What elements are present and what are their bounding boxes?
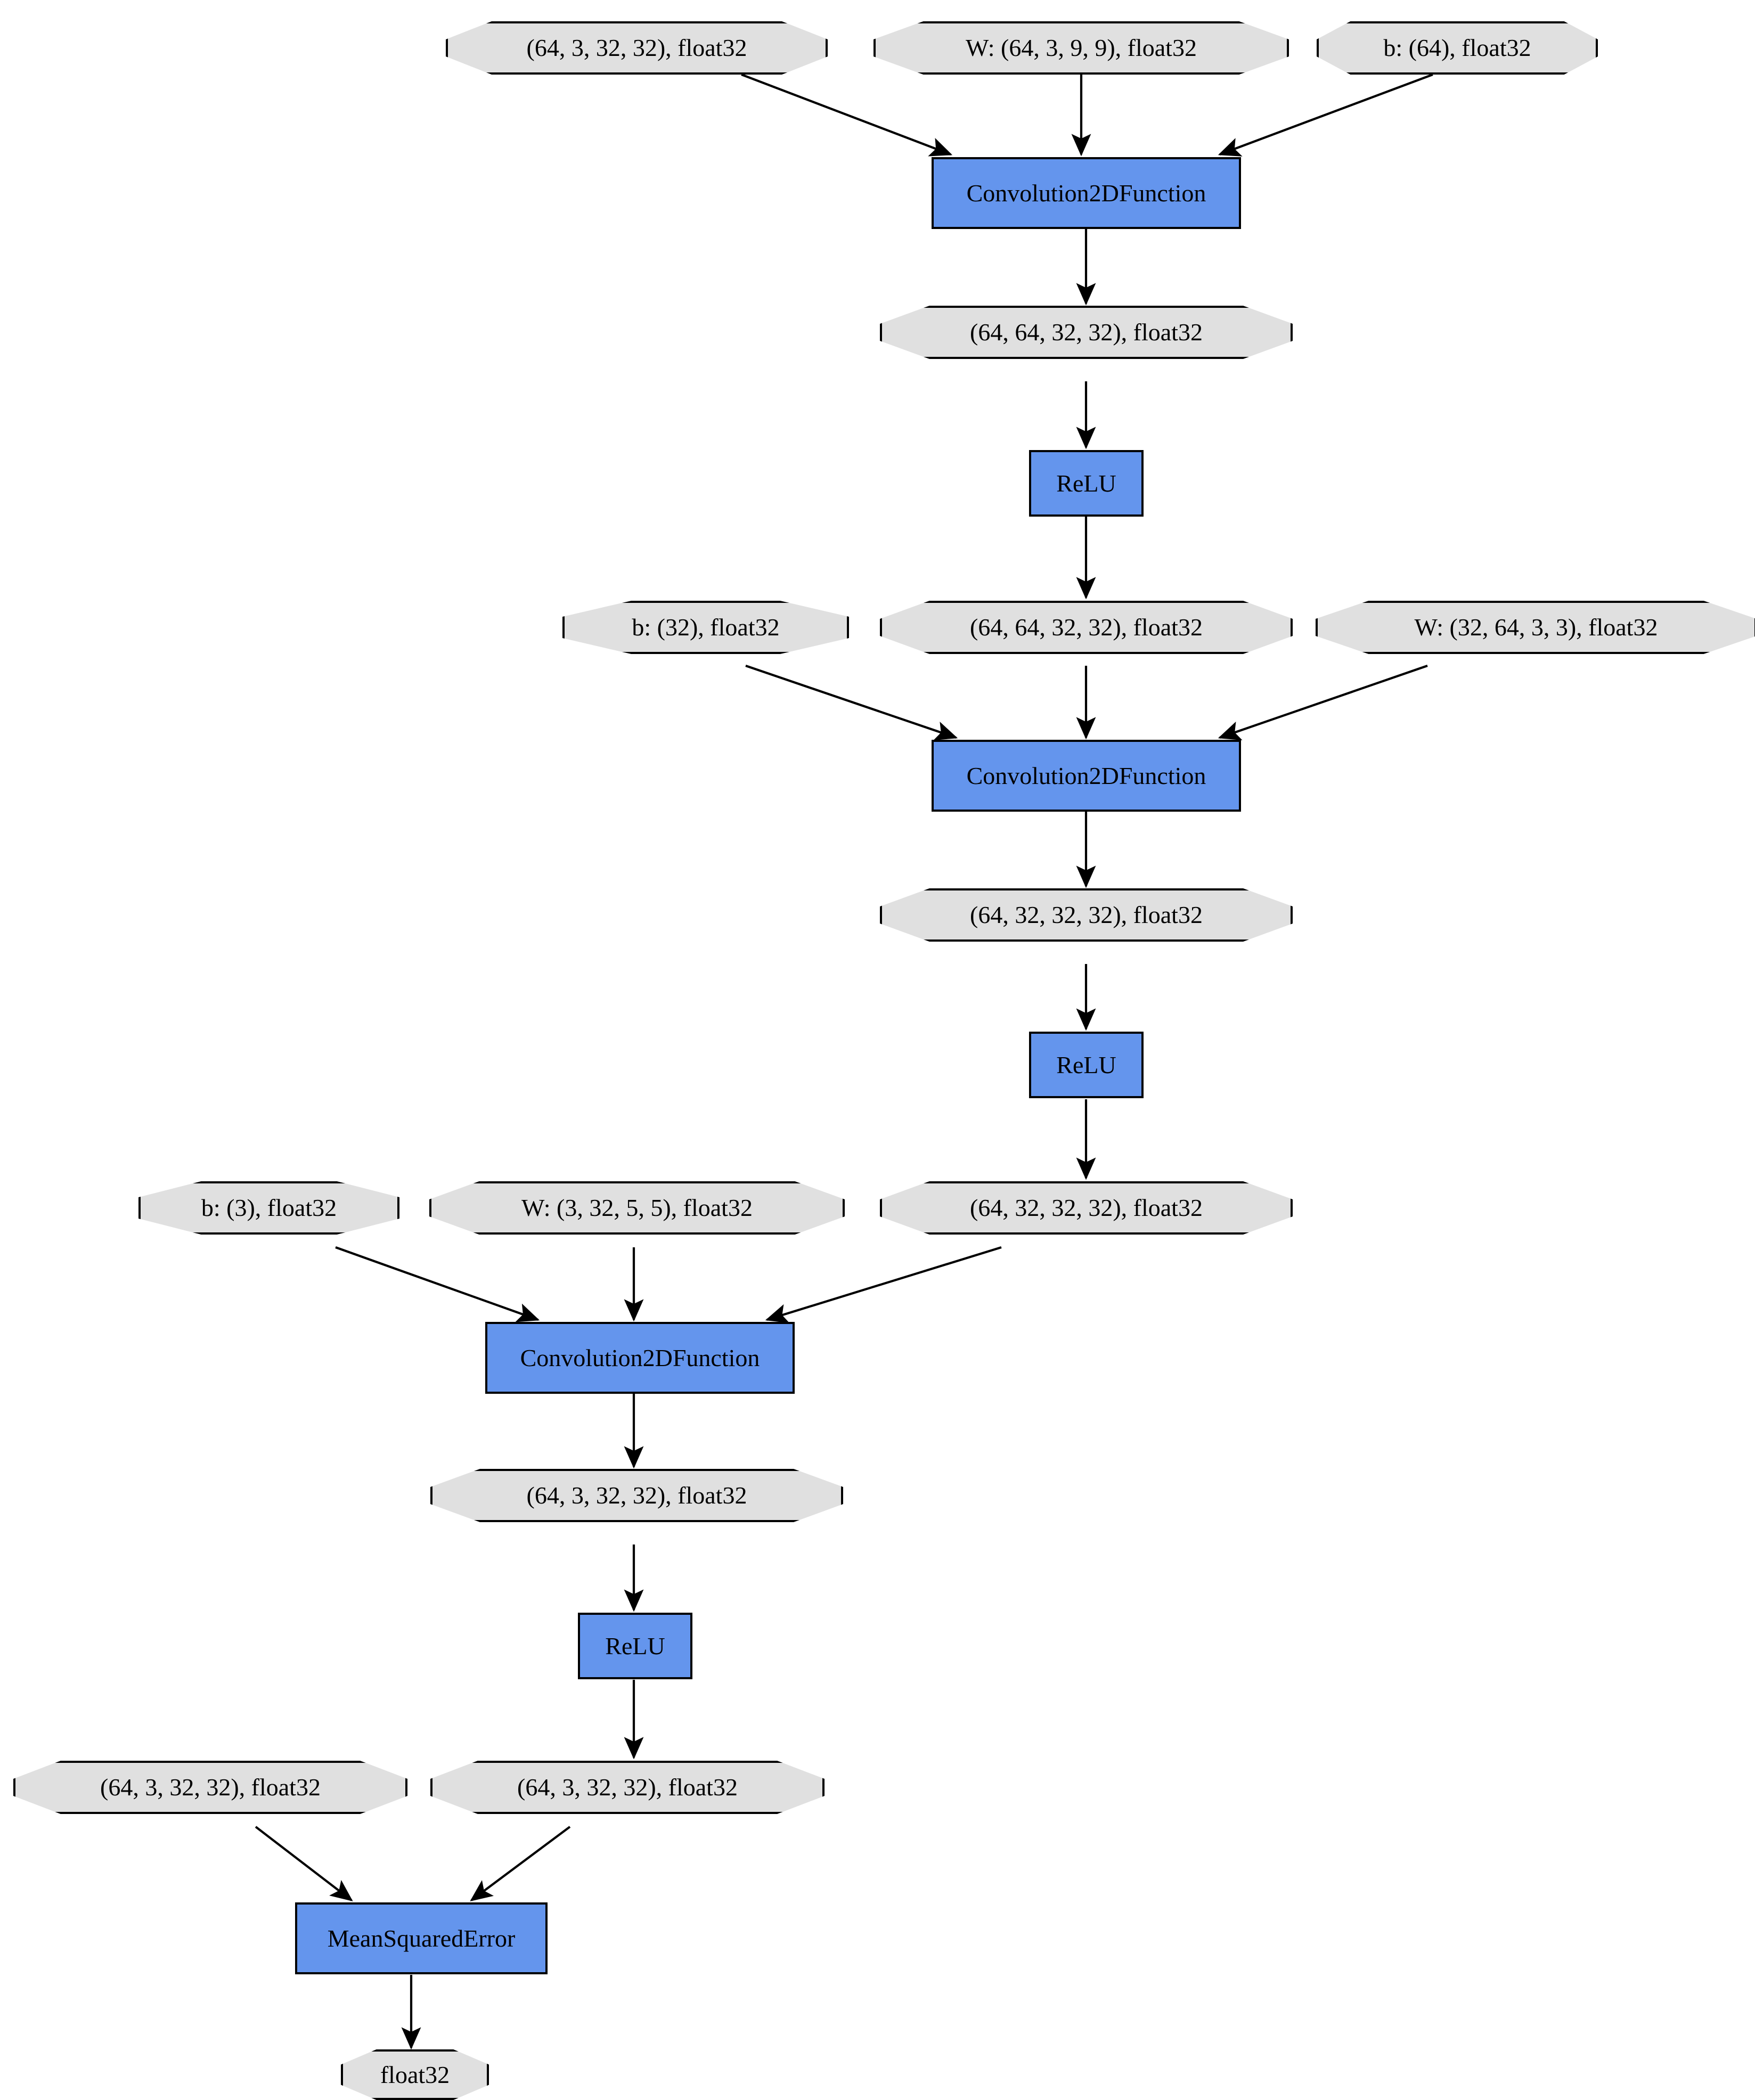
node-label: (64, 3, 32, 32), float32 [526,1482,747,1509]
node-fill [432,1763,822,1812]
node-fill [15,1763,405,1812]
node-label: Convolution2DFunction [966,762,1206,789]
node-fill [882,1183,1291,1232]
node-label: Convolution2DFunction [966,179,1206,207]
node-fill [343,2052,487,2098]
node-label: b: (3), float32 [201,1194,337,1221]
node-label: (64, 32, 32, 32), float32 [970,1194,1203,1221]
node-label: (64, 64, 32, 32), float32 [970,614,1203,641]
function-node-relu-1[interactable]: ReLU [1029,450,1144,517]
variable-node-weight-conv3[interactable]: W: (3, 32, 5, 5), float32 [429,1181,845,1235]
node-label: (64, 3, 32, 32), float32 [526,34,747,61]
node-fill [882,890,1291,939]
node-fill [882,603,1291,652]
edge-n8-n9 [1218,665,1428,740]
function-node-convolution2d-1[interactable]: Convolution2DFunction [932,157,1241,229]
node-fill [431,1183,843,1232]
edge-n0-n3 [741,73,953,157]
edge-n2-n3 [1218,73,1433,157]
variable-node-loss[interactable]: float32 [341,2049,489,2100]
node-label: ReLU [1056,1051,1116,1078]
node-label: (64, 3, 32, 32), float32 [517,1774,738,1801]
variable-node-relu3-output[interactable]: (64, 3, 32, 32), float32 [430,1761,825,1814]
node-label: float32 [380,2061,450,2088]
node-fill [882,308,1291,357]
node-fill [565,603,847,652]
function-node-mean-squared-error[interactable]: MeanSquaredError [295,1902,548,1974]
variable-node-bias-conv2[interactable]: b: (32), float32 [562,601,849,654]
node-fill [1318,603,1754,652]
variable-node-input-image[interactable]: (64, 3, 32, 32), float32 [446,21,828,75]
node-label: (64, 3, 32, 32), float32 [100,1774,321,1801]
variable-node-conv1-output[interactable]: (64, 64, 32, 32), float32 [880,306,1293,359]
node-label: ReLU [1056,469,1116,497]
edge-n18-n20 [255,1826,353,1902]
node-fill [1319,23,1596,72]
node-label: b: (32), float32 [632,614,780,641]
node-fill [876,23,1287,72]
node-label: b: (64), float32 [1383,34,1531,61]
variable-node-bias-conv1[interactable]: b: (64), float32 [1317,21,1598,75]
variable-node-weight-conv1[interactable]: W: (64, 3, 9, 9), float32 [874,21,1289,75]
node-label: Convolution2DFunction [520,1344,760,1371]
node-label: (64, 32, 32, 32), float32 [970,901,1203,928]
node-fill [448,23,826,72]
node-label: W: (32, 64, 3, 3), float32 [1414,614,1658,641]
variable-node-relu1-output[interactable]: (64, 64, 32, 32), float32 [880,601,1293,654]
node-label: MeanSquaredError [327,1924,516,1952]
edge-n12-n15 [335,1246,540,1322]
node-label: W: (3, 32, 5, 5), float32 [521,1194,753,1221]
function-node-relu-3[interactable]: ReLU [578,1613,692,1679]
variable-node-bias-conv3[interactable]: b: (3), float32 [138,1181,399,1235]
edge-n19-n20 [470,1826,571,1902]
node-fill [141,1183,397,1232]
variable-node-weight-conv2[interactable]: W: (32, 64, 3, 3), float32 [1316,601,1755,654]
function-node-convolution2d-2[interactable]: Convolution2DFunction [932,740,1241,812]
variable-node-conv3-output[interactable]: (64, 3, 32, 32), float32 [430,1469,843,1522]
function-node-relu-2[interactable]: ReLU [1029,1032,1144,1098]
function-node-convolution2d-3[interactable]: Convolution2DFunction [485,1322,795,1394]
node-label: W: (64, 3, 9, 9), float32 [966,34,1197,61]
edge-n14-n15 [765,1246,1002,1323]
node-label: (64, 64, 32, 32), float32 [970,318,1203,346]
node-label: ReLU [605,1632,665,1660]
variable-node-conv2-output[interactable]: (64, 32, 32, 32), float32 [880,888,1293,942]
variable-node-relu2-output[interactable]: (64, 32, 32, 32), float32 [880,1181,1293,1235]
edge-n6-n9 [745,665,958,740]
node-fill [432,1471,841,1520]
variable-node-target[interactable]: (64, 3, 32, 32), float32 [13,1761,407,1814]
